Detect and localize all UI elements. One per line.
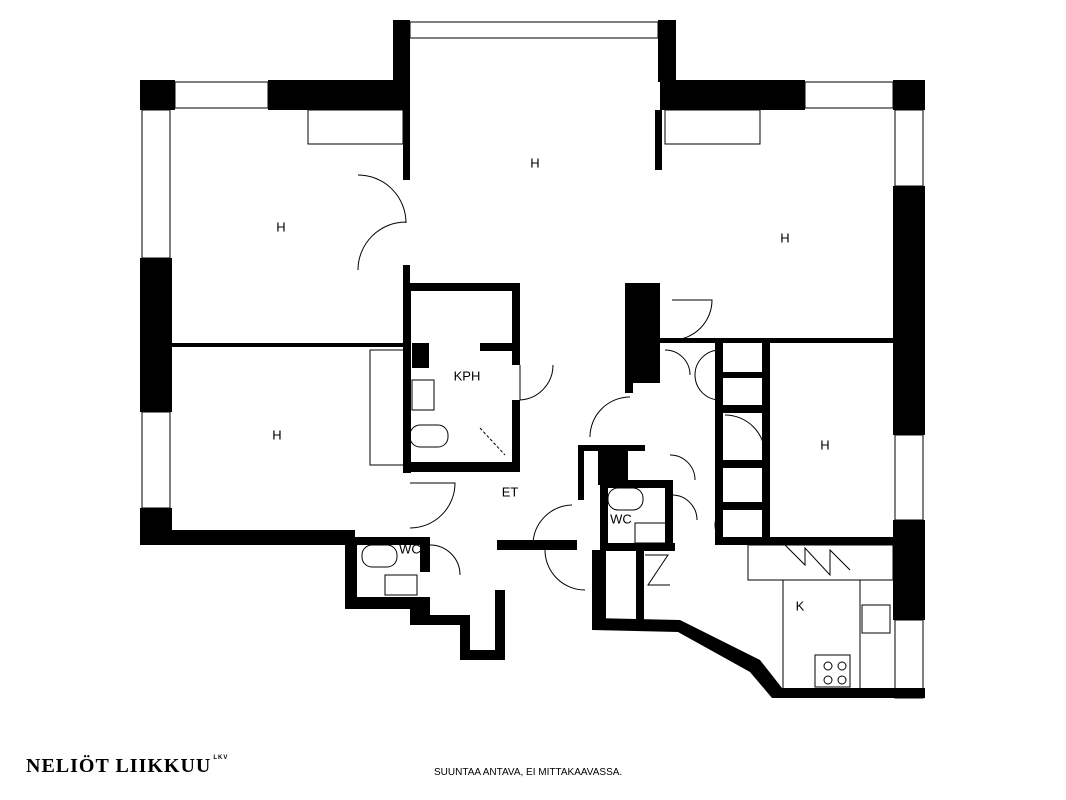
room-label-bathroom: KPH <box>453 368 481 384</box>
window <box>894 434 924 521</box>
window <box>894 619 924 699</box>
window <box>141 109 171 259</box>
brand-suffix: LKV <box>213 755 229 761</box>
window <box>409 21 659 39</box>
room-label-living-room: H <box>530 155 540 171</box>
room-label-wc: WC <box>610 511 632 527</box>
window <box>894 109 924 187</box>
room-label-hall: ET <box>501 484 519 500</box>
window <box>141 411 171 509</box>
window <box>804 81 894 109</box>
brand-name: NELIÖT LIIKKUU <box>26 755 212 777</box>
room-label-bedroom: H <box>276 219 286 235</box>
window <box>174 81 269 109</box>
room-label-wc: WC <box>399 541 421 557</box>
room-label-bedroom: H <box>272 427 282 443</box>
room-label-kitchen: K <box>795 598 805 614</box>
room-label-bedroom: H <box>780 230 790 246</box>
disclaimer-note: SUUNTAA ANTAVA, EI MITTAKAAVASSA. <box>434 767 623 778</box>
room-label-bedroom: H <box>820 437 830 453</box>
